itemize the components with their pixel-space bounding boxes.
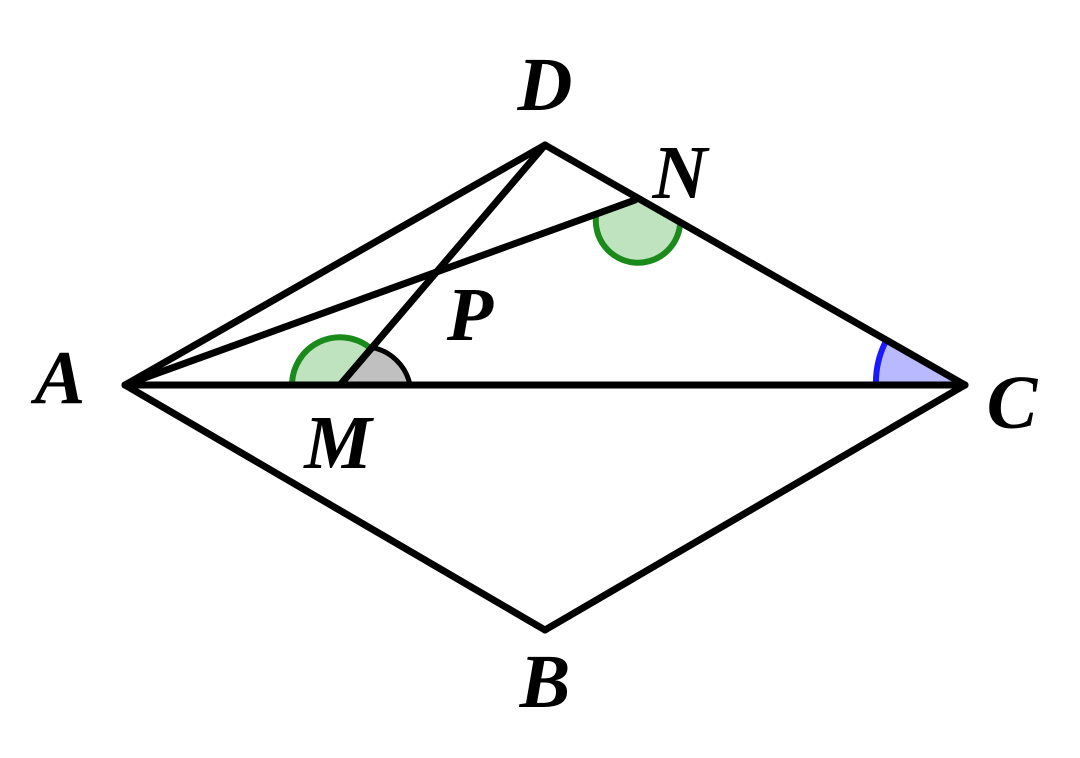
label-d: D bbox=[517, 43, 573, 127]
edge-ad bbox=[121, 141, 549, 389]
label-c: C bbox=[987, 361, 1039, 445]
edge-cb bbox=[541, 381, 969, 634]
label-n: N bbox=[652, 131, 711, 215]
angle-mark-n-green bbox=[595, 200, 680, 263]
edge-ba bbox=[121, 381, 549, 634]
label-p: P bbox=[446, 273, 494, 357]
label-a: A bbox=[31, 336, 86, 420]
angle-mark-m-gray bbox=[340, 347, 410, 385]
segment-an bbox=[121, 196, 639, 389]
segment-md bbox=[336, 141, 549, 389]
angle-arc-m-green bbox=[289, 334, 371, 386]
label-m: M bbox=[303, 401, 374, 485]
angle-arc-n-green bbox=[592, 215, 683, 266]
edge-dc bbox=[541, 141, 969, 389]
label-b: B bbox=[519, 640, 571, 724]
